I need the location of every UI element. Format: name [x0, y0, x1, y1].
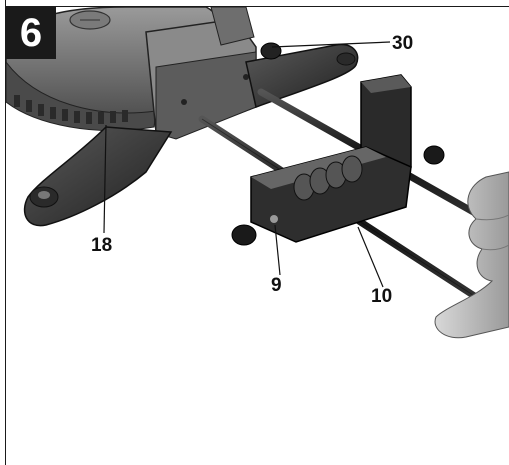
hand	[434, 171, 509, 339]
callout-18: 18	[91, 235, 113, 256]
right-support-foot	[245, 42, 359, 108]
length-stop	[231, 74, 445, 246]
callout-9: 9	[271, 275, 282, 296]
frame-left-border	[5, 0, 6, 465]
callout-leaders	[103, 41, 391, 288]
callout-30: 30	[392, 33, 414, 54]
callout-10: 10	[371, 286, 393, 307]
figure-photo	[6, 7, 509, 339]
left-support-foot	[23, 126, 173, 227]
frame-top-border	[5, 6, 509, 7]
saw-base-fence	[145, 7, 257, 140]
figure-number-badge: 6	[6, 7, 56, 59]
